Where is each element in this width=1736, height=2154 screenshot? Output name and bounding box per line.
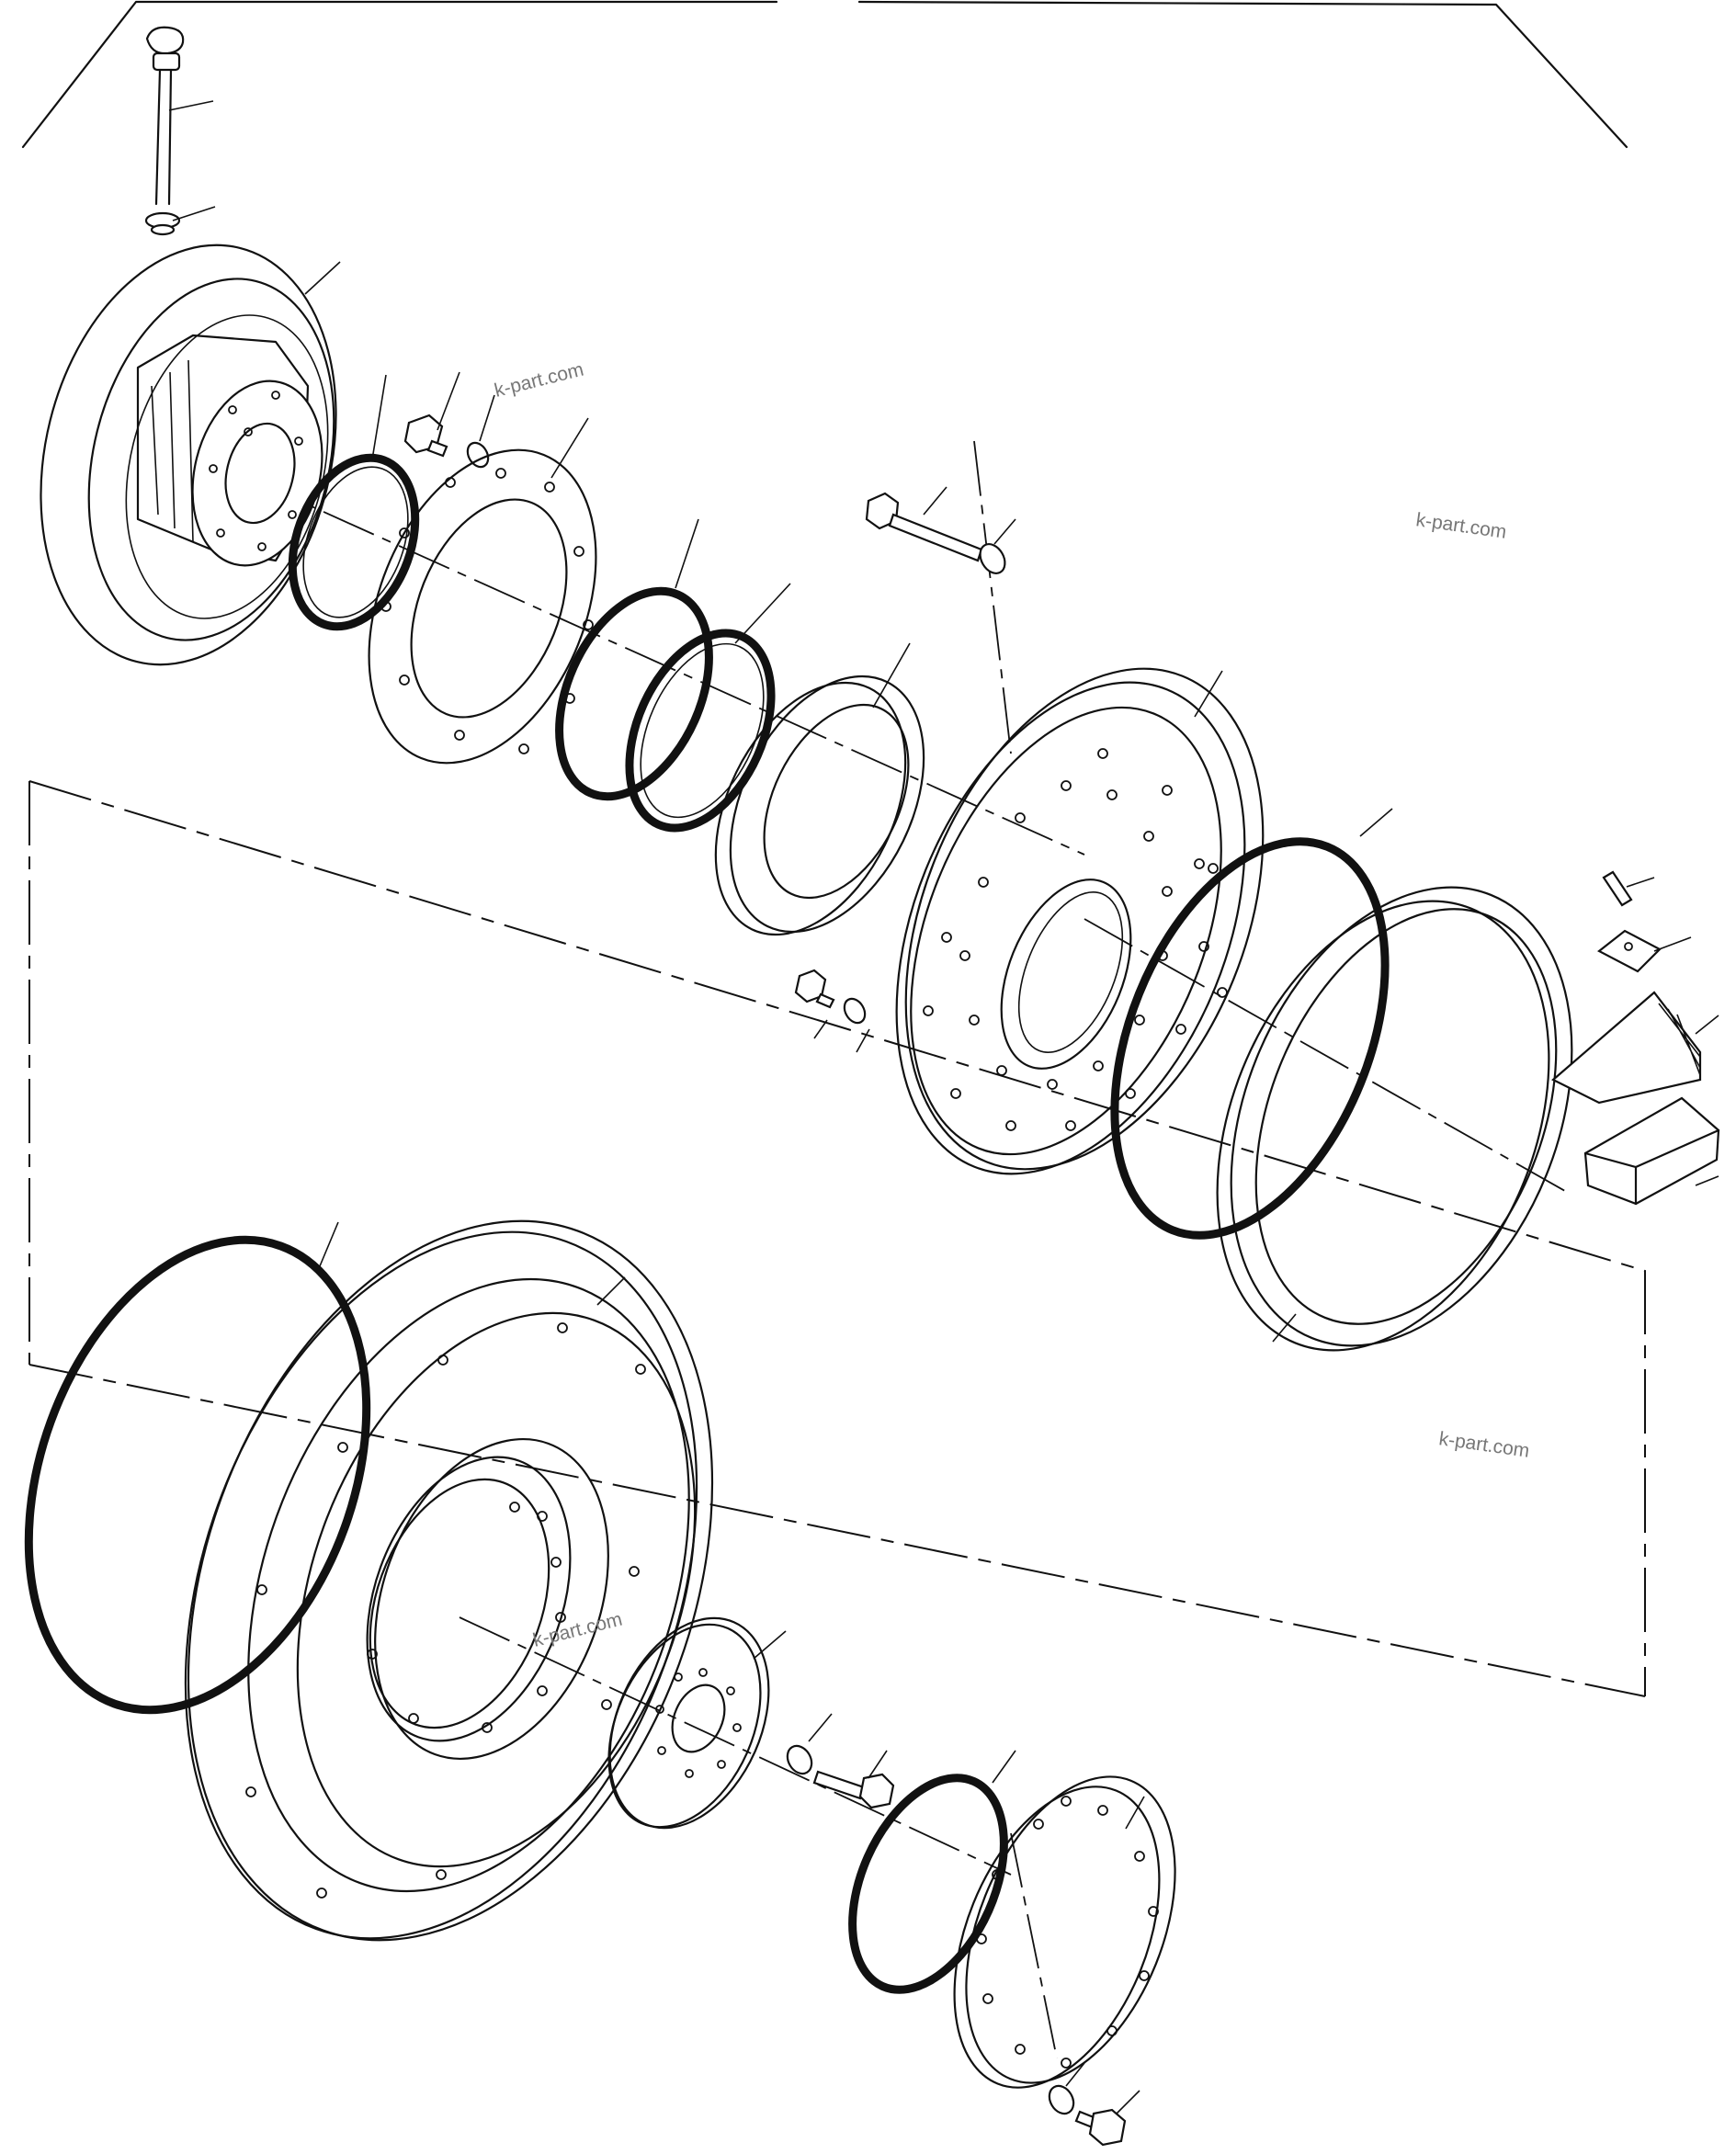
assembly-frame-dashed bbox=[28, 780, 1646, 1697]
frame-top bbox=[21, 0, 1628, 149]
bolt-lower bbox=[786, 1744, 895, 1809]
flange-plate bbox=[368, 448, 597, 765]
large-disc bbox=[895, 667, 1265, 1175]
long-bolt bbox=[865, 492, 1006, 574]
block-shoe bbox=[1583, 1096, 1720, 1206]
o-ring-4 bbox=[1110, 837, 1390, 1240]
o-ring-5 bbox=[848, 1774, 1008, 1994]
o-ring-3 bbox=[625, 629, 776, 833]
o-ring-1 bbox=[288, 453, 420, 631]
lock-plate bbox=[1596, 929, 1662, 973]
wedge-shoe bbox=[1551, 991, 1702, 1105]
pin bbox=[1602, 870, 1633, 907]
bolt-small-middle bbox=[794, 969, 867, 1025]
watermark-2: k-part.com bbox=[1414, 509, 1507, 543]
center-axis-lines bbox=[247, 440, 1572, 2059]
bolt-bottom bbox=[1048, 2084, 1127, 2147]
dipstick-plug bbox=[144, 26, 185, 236]
cover-plate bbox=[953, 1775, 1176, 2089]
watermark-3: k-part.com bbox=[1437, 1428, 1530, 1462]
retainer-plate bbox=[607, 1616, 770, 1830]
o-ring-large bbox=[24, 1235, 371, 1715]
lower-housing bbox=[184, 1219, 714, 1942]
brake-drum bbox=[1216, 886, 1573, 1352]
seal-ring bbox=[714, 675, 925, 936]
o-ring-2 bbox=[555, 586, 713, 801]
leader-lines bbox=[168, 100, 1719, 2114]
watermark-1: k-part.com bbox=[493, 359, 586, 402]
watermark-4: k-part.com bbox=[531, 1609, 625, 1651]
bolt-small-upper bbox=[403, 414, 490, 469]
